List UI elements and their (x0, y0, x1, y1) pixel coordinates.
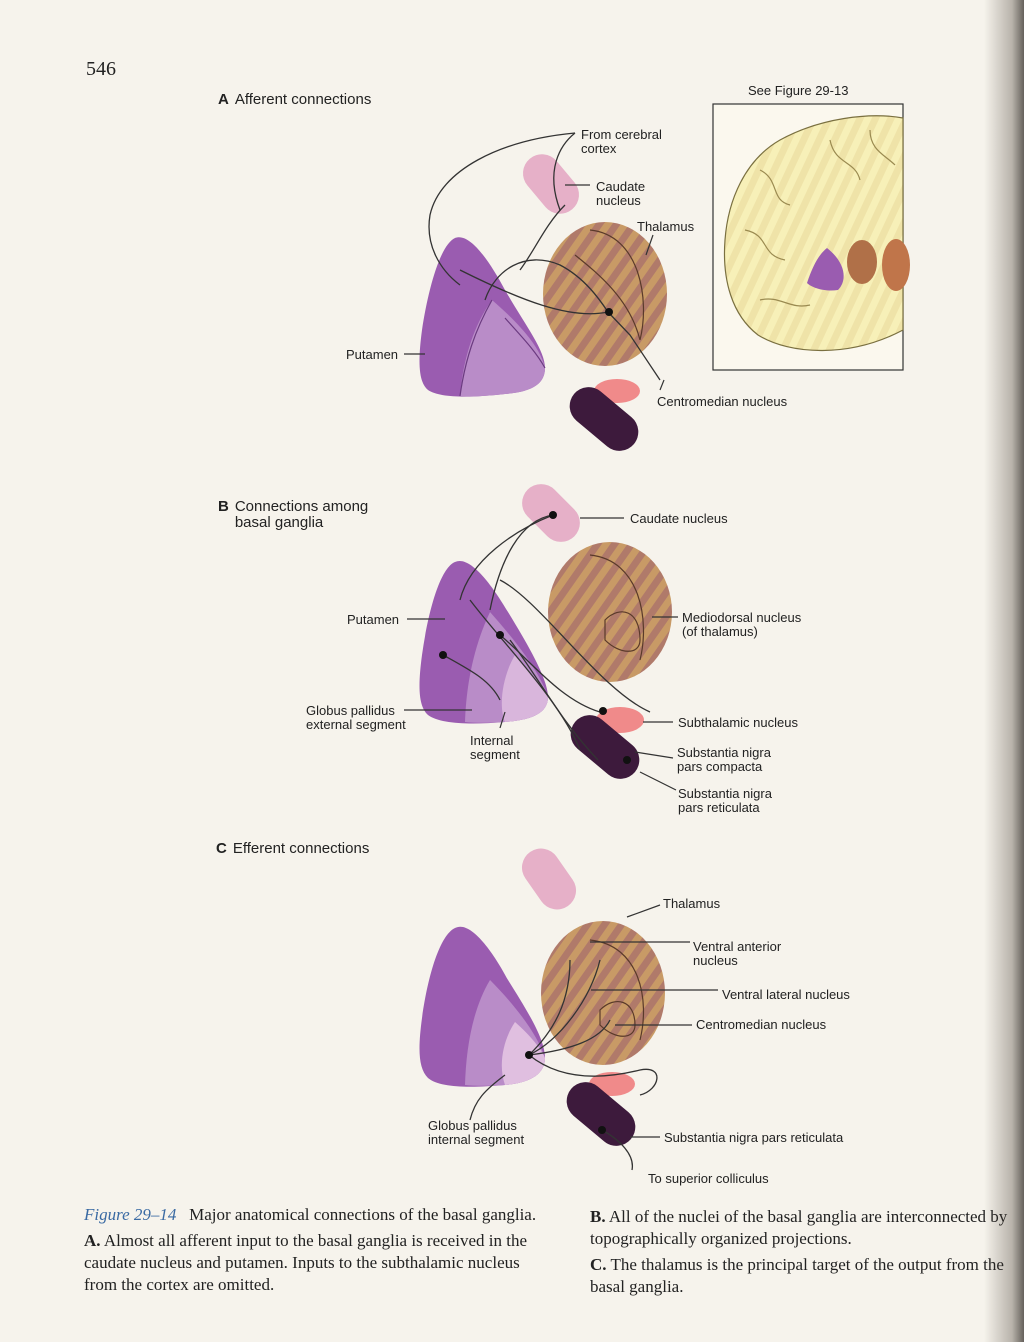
caption-a-letter: A. (84, 1231, 101, 1250)
thalamus-b (548, 542, 672, 682)
label-c-ventral-anterior: Ventral anterior nucleus (693, 939, 782, 968)
panel-c-title: C Efferent connections (216, 841, 369, 857)
see-figure-label: See Figure 29-13 (748, 83, 849, 98)
label-a-thalamus: Thalamus (637, 219, 695, 234)
label-b-caudate: Caudate nucleus (630, 511, 728, 526)
label-b-subthalamic: Subthalamic nucleus (678, 715, 798, 730)
label-c-ventral-lateral: Ventral lateral nucleus (722, 987, 850, 1002)
panel-b-letter: B (218, 498, 229, 515)
caption-a-text: Almost all afferent input to the basal g… (84, 1231, 527, 1294)
label-c-thalamus: Thalamus (663, 896, 721, 911)
caption-b: B. All of the nuclei of the basal gangli… (590, 1206, 1010, 1250)
inset-lentiform (807, 248, 844, 291)
label-c-centromedian: Centromedian nucleus (696, 1017, 827, 1032)
globus-pallidus-a (460, 300, 545, 397)
panel-a-diagram (404, 132, 667, 451)
caption-right: B. All of the nuclei of the basal gangli… (590, 1206, 1010, 1298)
panel-b-title: B Connections among basal ganglia (218, 499, 368, 531)
label-c-sn-reticulata: Substantia nigra pars reticulata (664, 1130, 844, 1145)
caption-c: C. The thalamus is the principal target … (590, 1254, 1010, 1298)
substantia-nigra-b (570, 715, 640, 779)
substantia-nigra-a (569, 387, 639, 451)
label-a-from-cortex: From cerebral cortex (581, 127, 662, 156)
label-b-putamen: Putamen (347, 612, 400, 627)
panel-c-letter: C (216, 840, 227, 857)
caudate-c (521, 848, 577, 910)
caption-a: A. Almost all afferent input to the basa… (84, 1230, 554, 1296)
label-a-caudate: Caudate nucleus (596, 179, 646, 208)
caption-c-letter: C. (590, 1255, 607, 1274)
label-b-internal: Internal segment (470, 733, 520, 762)
inset-thalamus (882, 239, 910, 291)
caption-b-letter: B. (590, 1207, 606, 1226)
inset-caudate (847, 240, 877, 284)
label-b-sn-compacta: Substantia nigra pars compacta (677, 745, 771, 774)
thalamus-a (543, 222, 667, 366)
globus-pallidus-internal-b (501, 655, 548, 722)
panel-b-diagram (404, 484, 678, 791)
caption-left: Figure 29–14 Major anatomical connection… (84, 1204, 554, 1296)
page-binding-shadow (984, 0, 1024, 1342)
label-a-putamen: Putamen (346, 347, 399, 362)
label-c-gp-internal: Globus pallidus internal segment (428, 1118, 525, 1147)
caption-b-text: All of the nuclei of the basal ganglia a… (590, 1207, 1008, 1248)
figure-label: Figure 29–14 (84, 1205, 177, 1224)
panel-b-title-text: Connections among basal ganglia (234, 498, 369, 531)
globus-pallidus-internal-c (501, 1022, 545, 1085)
label-b-sn-reticulata: Substantia nigra pars reticulata (678, 786, 772, 815)
coronal-section-inset (712, 103, 910, 371)
label-b-mediodorsal: Mediodorsal nucleus (of thalamus) (682, 610, 802, 639)
label-b-gp-external: Globus pallidus external segment (306, 703, 406, 732)
caption-title: Figure 29–14 Major anatomical connection… (84, 1204, 554, 1226)
label-a-centromedian: Centromedian nucleus (657, 394, 788, 409)
substantia-nigra-c (566, 1082, 636, 1146)
page-number: 546 (86, 58, 116, 80)
panel-a-title: A Afferent connections (218, 92, 371, 108)
caption-c-text: The thalamus is the principal target of … (590, 1255, 1004, 1296)
panel-a-letter: A (218, 91, 229, 108)
panel-c-diagram (419, 848, 718, 1171)
caudate-a (523, 154, 579, 214)
panel-a-title-text: Afferent connections (234, 91, 372, 108)
panel-c-title-text: Efferent connections (232, 840, 370, 857)
label-c-sup-colliculus: To superior colliculus (648, 1171, 769, 1186)
caption-title-text: Major anatomical connections of the basa… (189, 1205, 537, 1224)
